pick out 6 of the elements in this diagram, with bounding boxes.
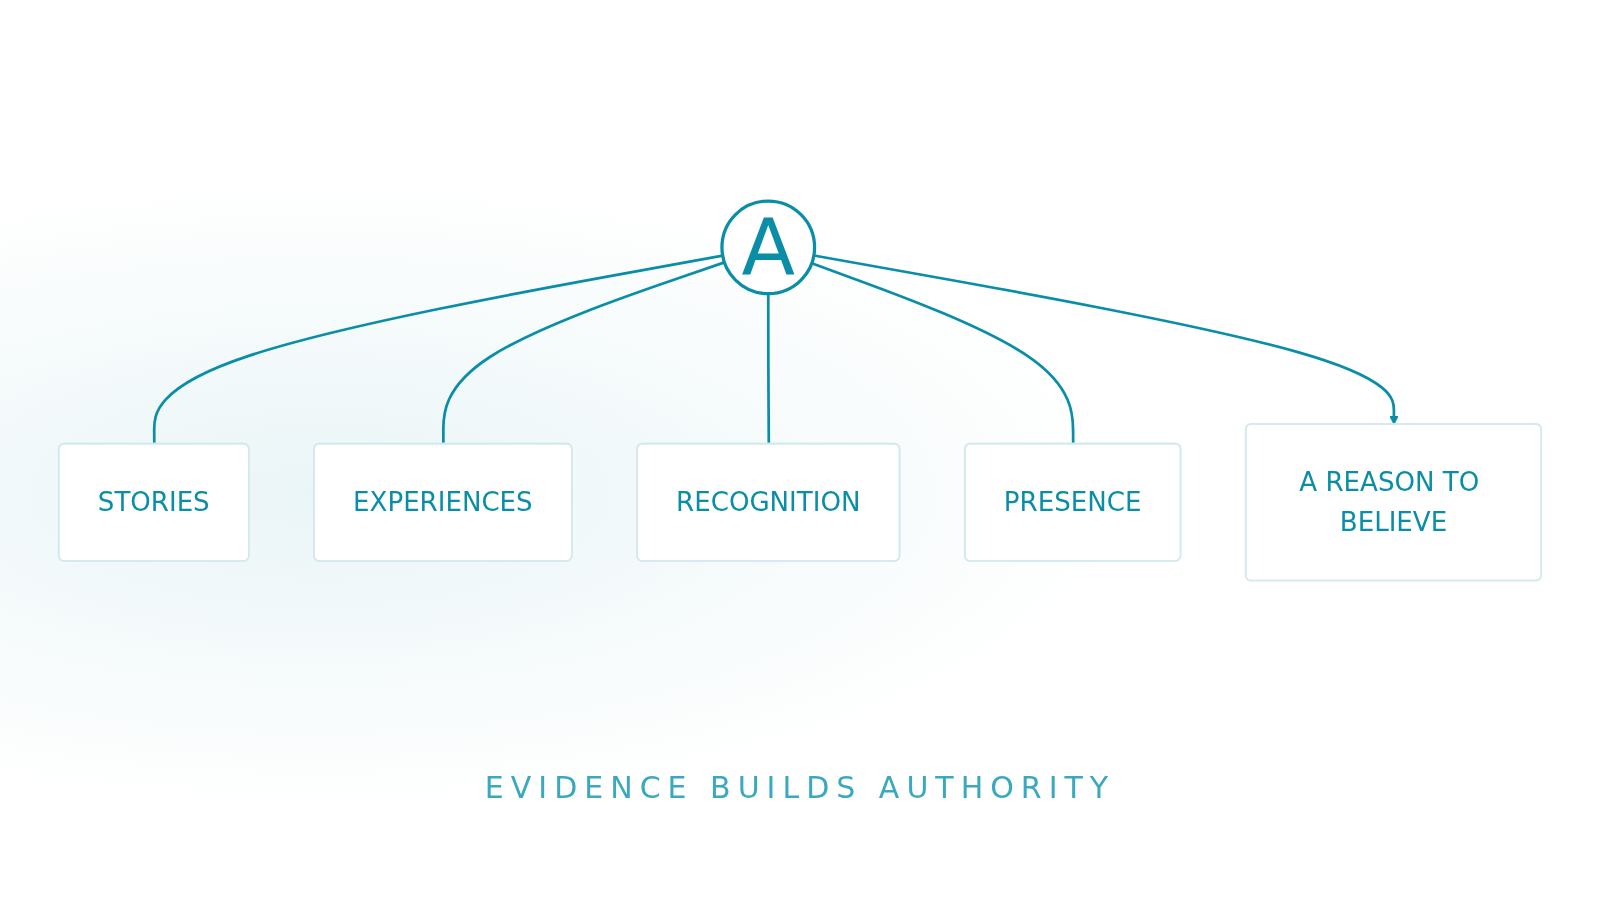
connector <box>766 294 771 445</box>
node-circle: A <box>720 199 817 296</box>
connector <box>152 254 723 445</box>
caption: EVIDENCE BUILDS AUTHORITY <box>483 770 1117 805</box>
connector <box>811 262 1075 445</box>
connector <box>441 261 725 445</box>
